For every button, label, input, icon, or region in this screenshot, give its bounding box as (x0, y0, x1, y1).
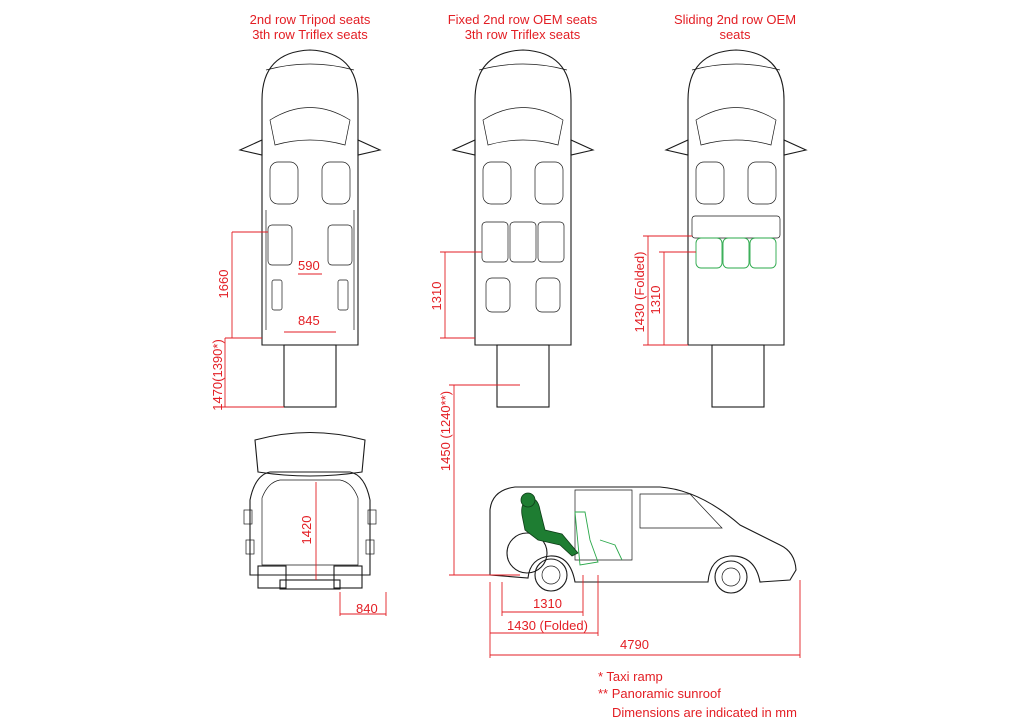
dim-1430-folded-side: 1430 (Folded) (507, 618, 588, 633)
dim-4790: 4790 (620, 637, 649, 652)
title-fixed-oem: Fixed 2nd row OEM seats 3th row Triflex … (430, 12, 615, 42)
dim-1450-1240: 1450 (1240**) (438, 390, 453, 472)
dim-590: 590 (298, 258, 320, 273)
dim-1310-side: 1310 (533, 596, 562, 611)
dim-1420: 1420 (299, 515, 314, 545)
dim-1310-sliding: 1310 (648, 285, 663, 315)
dim-1470-1390: 1470(1390*) (210, 339, 225, 411)
top-view-fixed-oem (440, 49, 595, 408)
title-fixed-oem-line2: 3th row Triflex seats (464, 27, 581, 42)
title-fixed-oem-line1: Fixed 2nd row OEM seats (447, 12, 598, 27)
dim-1310-fixed: 1310 (429, 281, 444, 311)
title-sliding-oem-line2: seats (719, 27, 751, 42)
title-tripod-line2: 3th row Triflex seats (252, 27, 368, 42)
top-view-tripod (220, 49, 382, 408)
note-panoramic-sunroof: ** Panoramic sunroof (598, 686, 721, 701)
title-tripod-line1: 2nd row Tripod seats (249, 12, 371, 27)
dim-1430-folded-top: 1430 (Folded) (632, 251, 647, 333)
dim-845: 845 (298, 313, 320, 328)
top-view-sliding-oem (643, 49, 808, 408)
side-view (449, 384, 801, 658)
dim-1660: 1660 (216, 269, 231, 299)
note-taxi-ramp: * Taxi ramp (598, 669, 663, 684)
rear-view (243, 432, 387, 616)
title-tripod: 2nd row Tripod seats 3th row Triflex sea… (225, 12, 395, 42)
title-sliding-oem-line1: Sliding 2nd row OEM (673, 12, 797, 27)
dim-840: 840 (356, 601, 378, 616)
title-sliding-oem: Sliding 2nd row OEM seats (660, 12, 810, 42)
note-units: Dimensions are indicated in mm (612, 705, 797, 720)
